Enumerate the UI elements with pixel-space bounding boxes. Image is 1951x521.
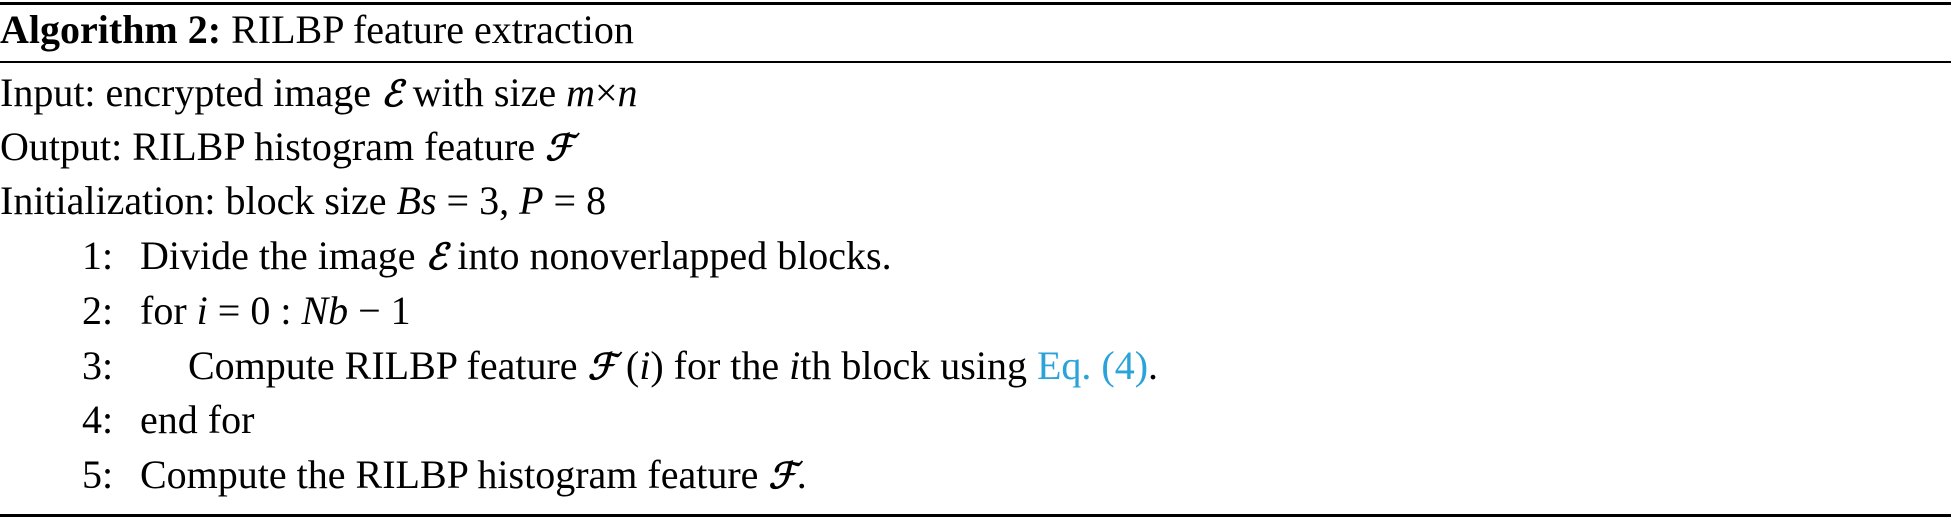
step-number: 1: [82, 233, 114, 278]
output-prefix: Output: RILBP histogram feature [0, 124, 536, 169]
paren-close: ) [650, 343, 664, 388]
step-text: Compute the RILBP histogram feature [140, 452, 759, 497]
period: . [796, 452, 807, 497]
step-text: end for [140, 397, 255, 442]
encrypted-image-symbol: ℰ [380, 73, 403, 115]
range-end: − 1 [348, 288, 411, 333]
init-prefix: Initialization: block size [0, 178, 387, 223]
step-5: 5: Compute the RILBP histogram feature ℱ. [82, 448, 807, 502]
feature-symbol: ℱ [545, 127, 574, 169]
algorithm-title-line: Algorithm 2: RILBP feature extraction [0, 3, 634, 57]
header-rule [0, 61, 1951, 63]
var-p: P [519, 178, 544, 223]
algorithm-title: RILBP feature extraction [231, 7, 634, 52]
step-text: for [140, 288, 187, 333]
var-i: i [196, 288, 208, 333]
step-number: 2: [82, 288, 114, 333]
step-text: for the [663, 343, 790, 388]
times-sign: × [594, 70, 618, 115]
step-number: 4: [82, 397, 114, 442]
var-i: i [639, 343, 651, 388]
var-bs: Bs [396, 178, 437, 223]
paren-open: ( [615, 343, 640, 388]
step-1: 1: Divide the image ℰ into nonoverlapped … [82, 229, 892, 283]
step-number: 3: [82, 343, 114, 388]
input-mid: with size [412, 70, 557, 115]
init-line: Initialization: block size Bs = 3, P = 8 [0, 174, 606, 228]
var-i: i [789, 343, 801, 388]
step-text: Compute RILBP feature [188, 343, 578, 388]
bs-equals: = 3, [436, 178, 520, 223]
step-3: 3:Compute RILBP feature ℱ (i) for the it… [82, 339, 1158, 393]
var-n: n [617, 70, 638, 115]
input-line: Input: encrypted image ℰ with size m×n [0, 66, 638, 120]
input-prefix: Input: encrypted image [0, 70, 371, 115]
algorithm-label: Algorithm 2: [0, 7, 222, 52]
output-line: Output: RILBP histogram feature ℱ [0, 120, 573, 174]
feature-symbol: ℱ [768, 455, 797, 497]
period: . [1148, 343, 1159, 388]
var-m: m [566, 70, 595, 115]
encrypted-image-symbol: ℰ [425, 236, 448, 278]
step-text: Divide the image [140, 233, 416, 278]
step-text: into nonoverlapped blocks. [457, 233, 892, 278]
feature-symbol: ℱ [587, 346, 616, 388]
var-nb: Nb [301, 288, 349, 333]
bottom-rule [0, 514, 1951, 517]
p-equals: = 8 [543, 178, 607, 223]
top-rule [0, 2, 1951, 5]
range-mid: = 0 : [207, 288, 302, 333]
step-2: 2: for i = 0 : Nb − 1 [82, 284, 411, 338]
step-text: th block using [800, 343, 1037, 388]
step-4: 4: end for [82, 393, 254, 447]
step-number: 5: [82, 452, 114, 497]
equation-link[interactable]: Eq. (4) [1036, 343, 1149, 388]
